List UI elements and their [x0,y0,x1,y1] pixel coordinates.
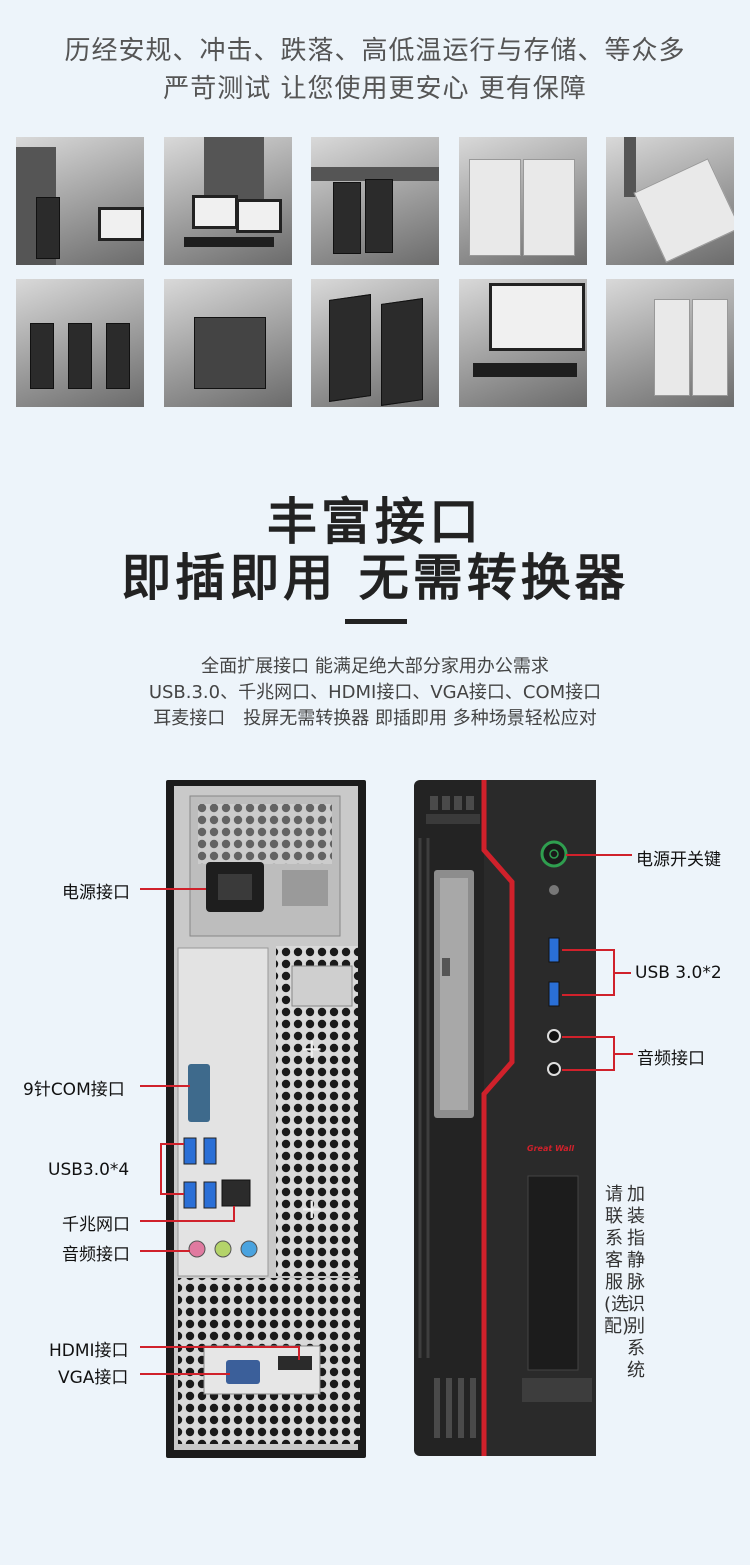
svg-text:+: + [300,1192,323,1225]
fingerprint-note-col2: 请联系客服(选配) [604,1184,630,1337]
leader-audio [140,1250,190,1252]
svg-text:+: + [300,1032,323,1065]
hdmi-port-icon [278,1356,312,1370]
fingerprint-note-col1: 加装指静脉识别系统 [627,1184,645,1381]
rear-label-audio: 音频接口 [62,1245,130,1265]
power-button-icon [540,840,568,868]
leader-hdmi [140,1346,300,1348]
brand-logo: Great Wall [527,1144,575,1153]
leader-front-usb [562,949,614,951]
rear-label-com: 9针COM接口 [23,1080,125,1100]
rear-label-lan: 千兆网口 [62,1215,130,1235]
test-photo-8 [311,279,439,407]
leader-lan [140,1220,235,1222]
test-photo-1 [16,137,144,265]
leader-power [140,888,206,890]
test-photo-4 [459,137,587,265]
description-line-1: 全面扩展接口 能满足绝大部分家用办公需求 [201,656,549,677]
leader-vga [140,1373,230,1375]
test-photo-3 [311,137,439,265]
test-photo-9 [459,279,587,407]
test-photo-7 [164,279,292,407]
rear-label-hdmi: HDMI接口 [49,1341,129,1361]
rear-label-usb: USB3.0*4 [48,1160,130,1180]
front-label-audio: 音频接口 [637,1049,705,1069]
test-photo-6 [16,279,144,407]
com-port-icon [188,1064,210,1122]
intro-line-1: 历经安规、冲击、跌落、高低温运行与存储、等众多 [64,36,686,66]
test-photo-10 [606,279,734,407]
rear-label-vga: VGA接口 [58,1368,129,1388]
rear-panel-illustration: + + [166,780,366,1458]
rear-label-power: 电源接口 [62,883,130,903]
test-photo-5 [606,137,734,265]
headline-divider [345,619,407,624]
headline-line-2: 即插即用 无需转换器 [121,549,629,607]
front-panel-illustration [414,780,596,1456]
description-line-2: USB.3.0、千兆网口、HDMI接口、VGA接口、COM接口 [148,682,602,703]
leader-front-audio [562,1036,614,1038]
front-label-usb: USB 3.0*2 [635,963,722,983]
intro-line-2: 严苛测试 让您使用更安心 更有保障 [163,74,587,104]
usb-port-icon [183,1137,197,1165]
front-audio-icon [547,1029,561,1043]
leader-usb-bracket [160,1143,162,1195]
leader-power-button [566,854,632,856]
front-usb-icon [548,937,560,963]
test-photo-2 [164,137,292,265]
front-label-power-button: 电源开关键 [636,850,721,870]
headline-line-1: 丰富接口 [267,493,483,551]
vga-port-icon [226,1360,260,1384]
leader-com [140,1085,190,1087]
lan-port-icon [221,1179,251,1207]
description-line-3: 耳麦接口 投屏无需转换器 即插即用 多种场景轻松应对 [153,708,597,729]
